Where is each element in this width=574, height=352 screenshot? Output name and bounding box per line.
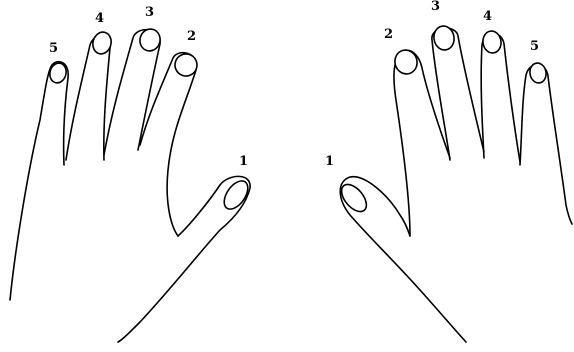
left-little-label: 5 [49, 41, 58, 56]
right-ring-nail [482, 30, 503, 54]
right-middle-label: 3 [431, 0, 440, 14]
right-index-label: 2 [384, 27, 393, 42]
left-thumb-label: 1 [239, 154, 248, 169]
right-little-label: 5 [530, 39, 539, 54]
right-index-finger [394, 50, 450, 236]
right-ring-finger [481, 34, 520, 162]
right-hand: 1 2 3 4 5 [325, 0, 572, 342]
right-thumb-label: 1 [325, 154, 334, 169]
right-index-nail [392, 48, 419, 77]
right-little-nail [528, 62, 547, 84]
left-ring-label: 4 [95, 11, 104, 26]
left-middle-label: 3 [145, 5, 154, 20]
left-index-finger [140, 53, 196, 236]
left-hand: 5 4 3 2 1 [10, 5, 253, 342]
left-index-label: 2 [187, 29, 196, 44]
left-little-finger [10, 62, 68, 300]
right-middle-nail [432, 24, 456, 51]
right-ring-label: 4 [483, 9, 492, 24]
right-little-finger [520, 65, 572, 224]
